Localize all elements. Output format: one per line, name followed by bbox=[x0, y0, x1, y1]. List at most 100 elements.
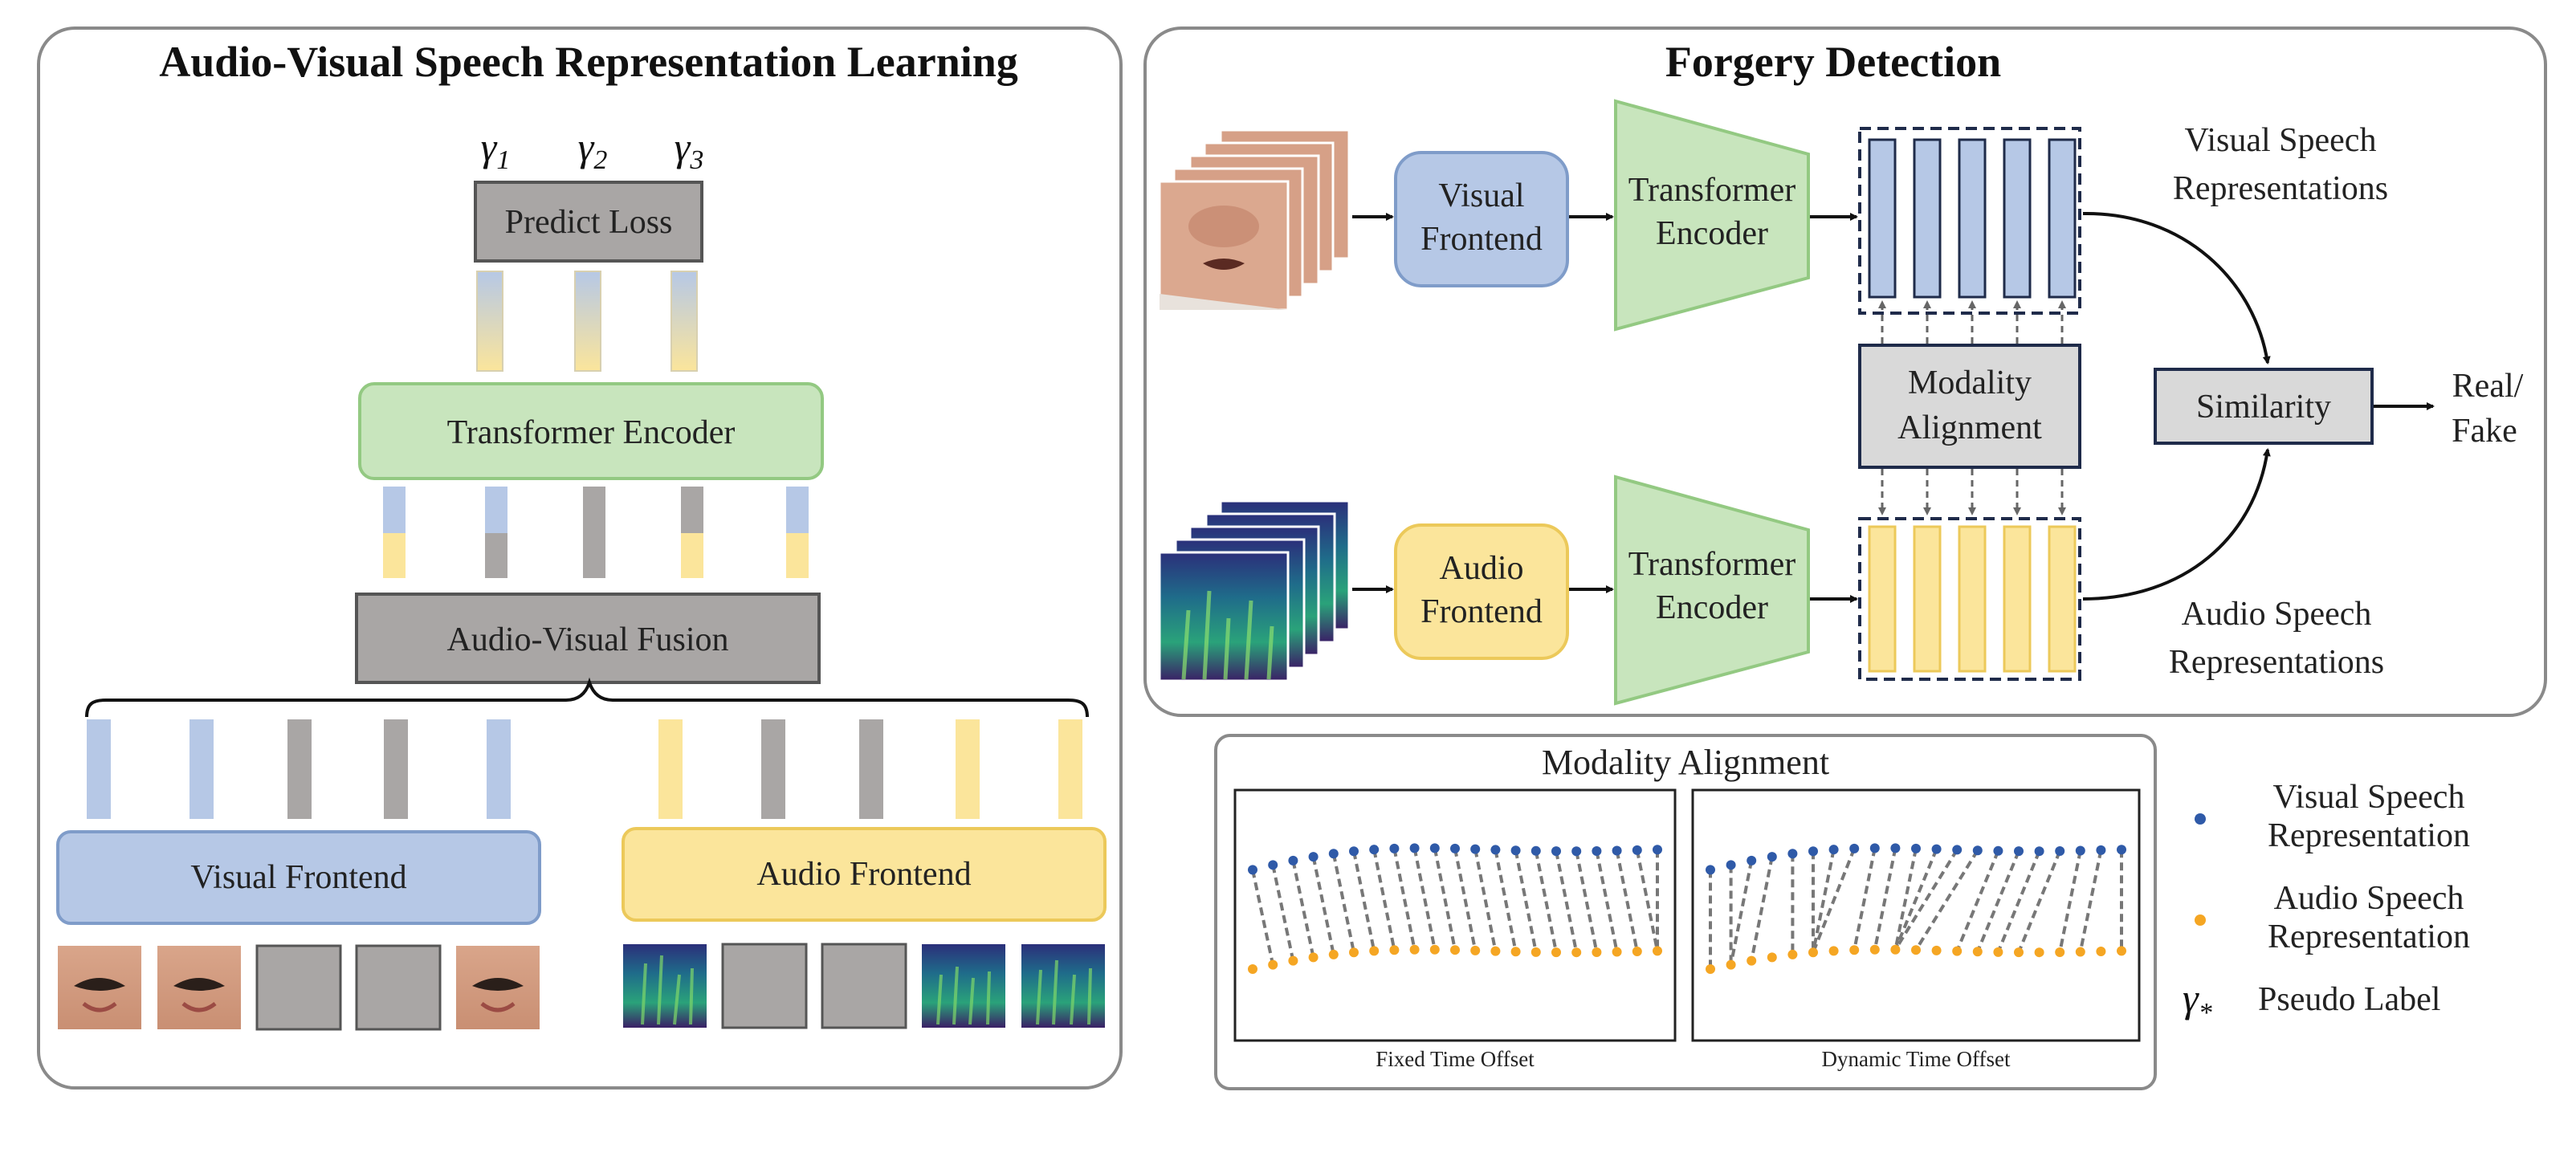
fused-token-5-bottom bbox=[786, 533, 809, 578]
fusion-box bbox=[355, 593, 821, 684]
fixed-visual-point bbox=[1551, 846, 1561, 857]
fixed-visual-point bbox=[1571, 846, 1582, 857]
dynamic-visual-point bbox=[2075, 845, 2085, 856]
fixed-alignment-line bbox=[1555, 850, 1579, 953]
spectrogram-image-2 bbox=[922, 944, 1005, 1028]
fixed-visual-point bbox=[1248, 865, 1257, 875]
fixed-visual-point bbox=[1612, 845, 1622, 856]
dynamic-audio-point bbox=[1747, 955, 1757, 966]
fixed-alignment-line bbox=[1575, 850, 1599, 953]
fixed-alignment-line bbox=[1412, 847, 1437, 951]
fixed-alignment-line bbox=[1433, 848, 1457, 951]
similarity-label: Similarity bbox=[2196, 389, 2331, 426]
dynamic-visual-point bbox=[1787, 849, 1798, 859]
dynamic-visual-point bbox=[1931, 844, 1942, 854]
fixed-audio-point bbox=[1429, 944, 1440, 955]
visual-speech-repr-label-1: Visual Speech bbox=[2185, 122, 2377, 159]
dynamic-visual-point bbox=[1890, 843, 1901, 853]
fusion-label: Audio-Visual Fusion bbox=[447, 621, 729, 658]
fixed-audio-point bbox=[1571, 947, 1582, 958]
fused-tokens bbox=[383, 487, 809, 578]
fixed-visual-point bbox=[1632, 845, 1642, 855]
legend: Visual Speech Representation Audio Speec… bbox=[2183, 779, 2470, 1028]
dynamic-alignment-line bbox=[2078, 849, 2103, 952]
dynamic-audio-point bbox=[2014, 947, 2024, 958]
fixed-audio-point bbox=[1248, 964, 1257, 975]
alignment-down-arrows bbox=[1878, 469, 2066, 515]
dynamic-visual-point bbox=[1747, 855, 1757, 866]
audio-token-5 bbox=[1058, 719, 1082, 819]
alignment-panel-title: Modality Alignment bbox=[1542, 743, 1829, 782]
audio-tokens bbox=[658, 719, 1082, 819]
visual-tokens bbox=[87, 719, 511, 819]
gamma-1-sub: 1 bbox=[496, 145, 510, 175]
fixed-alignment-line bbox=[1494, 849, 1518, 952]
fused-token-4-top bbox=[681, 487, 703, 533]
fixed-offset-caption: Fixed Time Offset bbox=[1376, 1047, 1535, 1071]
gamma-2: γ2 bbox=[578, 124, 608, 175]
dynamic-visual-point bbox=[1767, 852, 1777, 862]
right-audio-frontend-label-2: Frontend bbox=[1420, 593, 1543, 630]
fixed-visual-point bbox=[1268, 860, 1278, 870]
left-audio-frontend bbox=[622, 827, 1107, 922]
fused-token-2-top bbox=[485, 487, 507, 533]
top-transformer-encoder-label-1: Transformer bbox=[1628, 172, 1795, 209]
left-transformer-encoder-label: Transformer Encoder bbox=[447, 414, 736, 451]
dynamic-audio-point bbox=[1993, 947, 2003, 957]
gamma-2-symbol: γ bbox=[578, 124, 595, 169]
dynamic-alignment-line bbox=[1914, 849, 1979, 951]
fixed-audio-point bbox=[1551, 947, 1561, 958]
similarity-box bbox=[2154, 368, 2374, 445]
spectrogram-image-3 bbox=[1021, 944, 1105, 1028]
fixed-alignment-line bbox=[1595, 850, 1619, 952]
dynamic-audio-point bbox=[1849, 945, 1860, 955]
audio-representations-group bbox=[1858, 517, 2081, 681]
modality-alignment-label-1: Modality bbox=[1908, 365, 2032, 401]
fixed-alignment-line bbox=[1251, 869, 1275, 966]
fixed-visual-point bbox=[1349, 846, 1359, 857]
audio-repr-bar-3 bbox=[1958, 525, 1987, 673]
audio-token-4 bbox=[956, 719, 980, 819]
alignment-up-arrows bbox=[1878, 300, 2066, 344]
dynamic-visual-point bbox=[1869, 843, 1880, 853]
dynamic-visual-point bbox=[1993, 845, 2003, 856]
dynamic-audio-point bbox=[1808, 947, 1818, 958]
fixed-audio-point bbox=[1409, 944, 1420, 955]
dynamic-visual-point bbox=[1952, 845, 1963, 855]
visual-repr-bar-5 bbox=[2048, 138, 2077, 299]
masked-audio-frame-2 bbox=[821, 943, 907, 1029]
dynamic-audio-point bbox=[1869, 944, 1880, 955]
fixed-visual-point bbox=[1510, 845, 1521, 856]
left-audio-frontend-label: Audio Frontend bbox=[756, 856, 971, 893]
bottom-transformer-encoder-label-1: Transformer bbox=[1628, 546, 1795, 583]
dynamic-alignment-line bbox=[1873, 848, 1897, 951]
left-panel-title: Audio-Visual Speech Representation Learn… bbox=[159, 38, 1018, 86]
fixed-visual-point bbox=[1308, 852, 1319, 862]
fixed-visual-point bbox=[1531, 845, 1541, 856]
modality-alignment-box bbox=[1858, 344, 2081, 469]
fixed-audio-point bbox=[1653, 946, 1662, 956]
fixed-audio-point bbox=[1632, 947, 1642, 957]
fixed-audio-point bbox=[1592, 947, 1602, 957]
fixed-audio-point bbox=[1268, 959, 1278, 970]
fixed-visual-point bbox=[1470, 844, 1481, 854]
gamma-3-sub: 3 bbox=[689, 145, 703, 175]
dynamic-visual-point bbox=[2014, 846, 2024, 857]
dynamic-audio-point bbox=[2075, 947, 2085, 957]
fixed-visual-point bbox=[1592, 845, 1602, 856]
legend-visual-label-2: Representation bbox=[2268, 817, 2470, 854]
audio-token-2 bbox=[761, 719, 785, 819]
fixed-audio-point bbox=[1369, 946, 1380, 956]
fixed-alignment-line bbox=[1514, 849, 1538, 953]
fixed-audio-point bbox=[1328, 949, 1339, 959]
fixed-alignment-line bbox=[1473, 849, 1498, 951]
bottom-transformer-encoder bbox=[1614, 475, 1810, 706]
output-label-2: Fake bbox=[2452, 413, 2517, 450]
dynamic-alignment-line bbox=[1975, 850, 2020, 953]
fixed-offset-plot-marks bbox=[1248, 843, 1662, 975]
mouth-image-3 bbox=[456, 946, 540, 1029]
dynamic-visual-point bbox=[2096, 845, 2106, 855]
dynamic-audio-point bbox=[1726, 959, 1736, 970]
legend-visual-label-1: Visual Speech bbox=[2273, 779, 2465, 816]
